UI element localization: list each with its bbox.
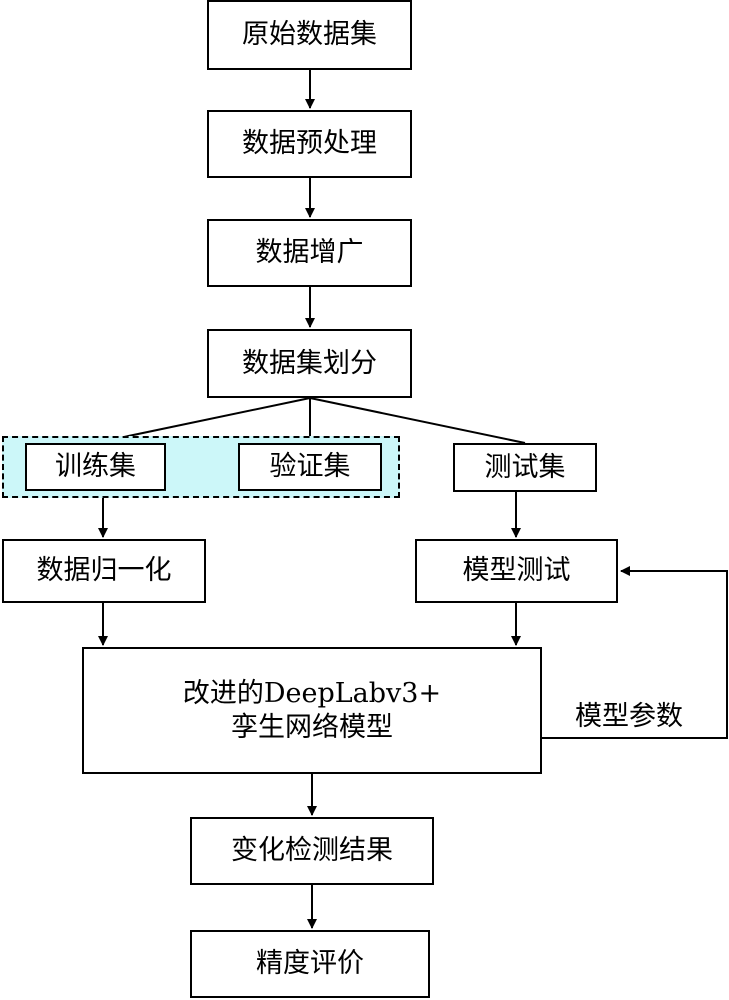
node-train-set: 训练集	[25, 443, 166, 491]
node-siamese-model: 改进的DeepLabv3+ 孪生网络模型	[82, 647, 542, 774]
node-raw-dataset: 原始数据集	[207, 0, 412, 70]
model-title-line2: 孪生网络模型	[231, 711, 393, 743]
node-change-detection-result: 变化检测结果	[190, 817, 434, 885]
model-title-line1: 改进的DeepLabv3+	[182, 677, 442, 709]
node-preprocessing: 数据预处理	[207, 110, 412, 178]
node-model-test: 模型测试	[415, 539, 618, 603]
node-normalization: 数据归一化	[2, 539, 206, 603]
node-validation-set: 验证集	[238, 443, 382, 491]
node-augmentation: 数据增广	[207, 219, 412, 287]
line-split-to-train	[94, 397, 311, 444]
line-split-to-test	[309, 397, 526, 444]
label-model-params: 模型参数	[575, 701, 683, 732]
node-test-set: 测试集	[453, 443, 597, 492]
arrow-model-params-feedback	[542, 566, 728, 739]
node-dataset-split: 数据集划分	[207, 329, 412, 398]
node-accuracy-evaluation: 精度评价	[190, 930, 430, 998]
